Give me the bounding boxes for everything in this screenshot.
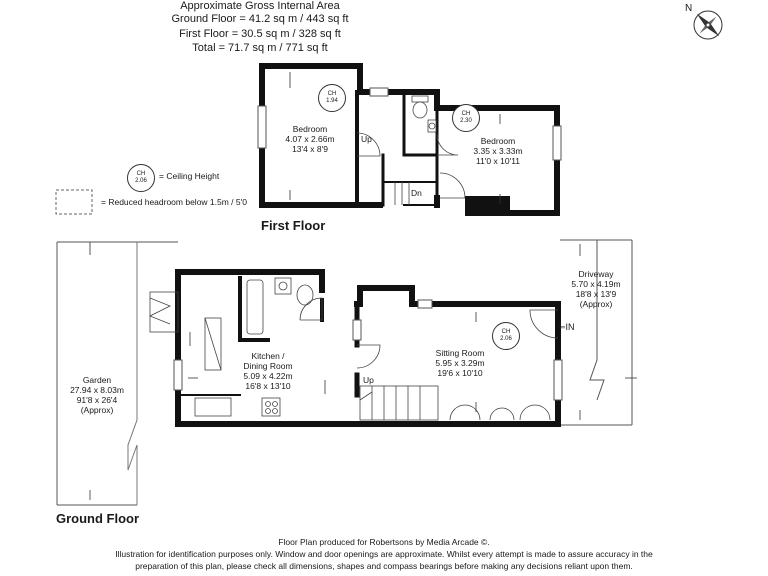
bedroom2-imperial: 11'0 x 10'11 (475, 156, 521, 166)
sitting-ch-label: CH (501, 329, 511, 335)
bedroom2-name: Bedroom (480, 136, 516, 146)
ground-floor-walls (175, 269, 561, 427)
garden-metric: 27.94 x 8.03m (70, 385, 124, 395)
entrance-in-text: IN (565, 322, 575, 332)
ground-floor-up-label: Up (363, 375, 374, 385)
footer-disclaimer-2: preparation of this plan, please check a… (135, 561, 633, 571)
bedroom2-metric: 3.35 x 3.33m (473, 146, 523, 156)
driveway-metric: 5.70 x 4.19m (571, 279, 621, 289)
bedroom1-metric: 4.07 x 2.66m (285, 134, 335, 144)
ground-floor-doors (299, 297, 559, 369)
ground-floor-windows (173, 299, 563, 401)
kitchen-imperial: 16'8 x 13'10 (245, 381, 291, 391)
bedroom2-ch-value: 2.30 (460, 118, 472, 124)
bedroom1-label: Bedroom 4.07 x 2.66m 13'4 x 8'9 (270, 124, 350, 154)
legend-ch-label: CH (136, 171, 146, 177)
dimension-arrows (89, 72, 637, 500)
bedroom1-imperial: 13'4 x 8'9 (292, 144, 328, 154)
garden-label: Garden 27.94 x 8.03m 91'8 x 26'4 (Approx… (57, 375, 137, 415)
first-floor-windows (257, 87, 562, 161)
garden-note: (Approx) (80, 405, 114, 415)
area-title: Approximate Gross Internal Area (180, 0, 340, 12)
bedroom2-ceiling-badge: CH 2.30 (452, 104, 480, 132)
sitting-room-label: Sitting Room 5.95 x 3.29m 19'6 x 10'10 (420, 348, 500, 378)
entrance-in-label: ⇐IN (558, 322, 575, 332)
bedroom1-ch-label: CH (327, 91, 337, 97)
first-floor-radiator (465, 196, 510, 212)
kitchen-metric: 5.09 x 4.22m (243, 371, 293, 381)
footer-credit: Floor Plan produced for Robertsons by Me… (278, 537, 490, 547)
legend-ceiling-height-badge: CH 2.06 (127, 164, 155, 192)
reduced-headroom-swatch (55, 189, 93, 215)
garden-imperial: 91'8 x 26'4 (76, 395, 118, 405)
sitting-imperial: 19'6 x 10'10 (437, 368, 483, 378)
driveway-note: (Approx) (579, 299, 613, 309)
ground-floor-stairs (359, 385, 439, 421)
bedroom1-name: Bedroom (292, 124, 328, 134)
bedroom2-ch-label: CH (461, 111, 471, 117)
garden-doors (149, 291, 179, 333)
first-floor-bathroom-fixtures (411, 95, 437, 133)
driveway-imperial: 18'8 x 13'9 (575, 289, 617, 299)
driveway-outline (560, 239, 633, 426)
driveway-name: Driveway (578, 269, 614, 279)
sitting-ch-value: 2.06 (500, 336, 512, 342)
first-floor-up-label: Up (361, 134, 372, 144)
total-area: Total = 71.7 sq m / 771 sq ft (192, 42, 328, 54)
bedroom1-ceiling-badge: CH 1.94 (318, 84, 346, 112)
kitchen-name2: Dining Room (243, 361, 293, 371)
compass-north-label: N (685, 3, 693, 14)
driveway-label: Driveway 5.70 x 4.19m 18'8 x 13'9 (Appro… (560, 269, 632, 309)
bedroom1-ch-value: 1.94 (326, 98, 338, 104)
kitchen-fixtures (194, 277, 314, 417)
garden-name: Garden (82, 375, 112, 385)
first-floor-stairs (394, 182, 410, 205)
sitting-metric: 5.95 x 3.29m (435, 358, 485, 368)
ground-floor-area: Ground Floor = 41.2 sq m / 443 sq ft (171, 13, 349, 25)
legend-reduced-headroom-text: = Reduced headroom below 1.5m / 5'0 (101, 197, 247, 207)
legend-ch-value: 2.06 (135, 178, 147, 184)
kitchen-label: Kitchen / Dining Room 5.09 x 4.22m 16'8 … (228, 351, 308, 391)
legend-ceiling-height-text: = Ceiling Height (159, 171, 220, 181)
first-floor-title: First Floor (261, 218, 326, 233)
sitting-room-ceiling-badge: CH 2.06 (492, 322, 520, 350)
first-floor-area: First Floor = 30.5 sq m / 328 sq ft (179, 28, 341, 40)
sitting-name: Sitting Room (435, 348, 485, 358)
first-floor-dn-label: Dn (411, 188, 422, 198)
kitchen-name: Kitchen / (251, 351, 285, 361)
first-floor-doors (356, 132, 466, 199)
garden-outline (56, 241, 178, 506)
compass-rose (693, 10, 723, 40)
bedroom2-label: Bedroom 3.35 x 3.33m 11'0 x 10'11 (458, 136, 538, 166)
footer-disclaimer-1: Illustration for identification purposes… (115, 549, 653, 559)
ground-floor-title: Ground Floor (56, 511, 140, 526)
sitting-room-fixtures (449, 404, 551, 421)
